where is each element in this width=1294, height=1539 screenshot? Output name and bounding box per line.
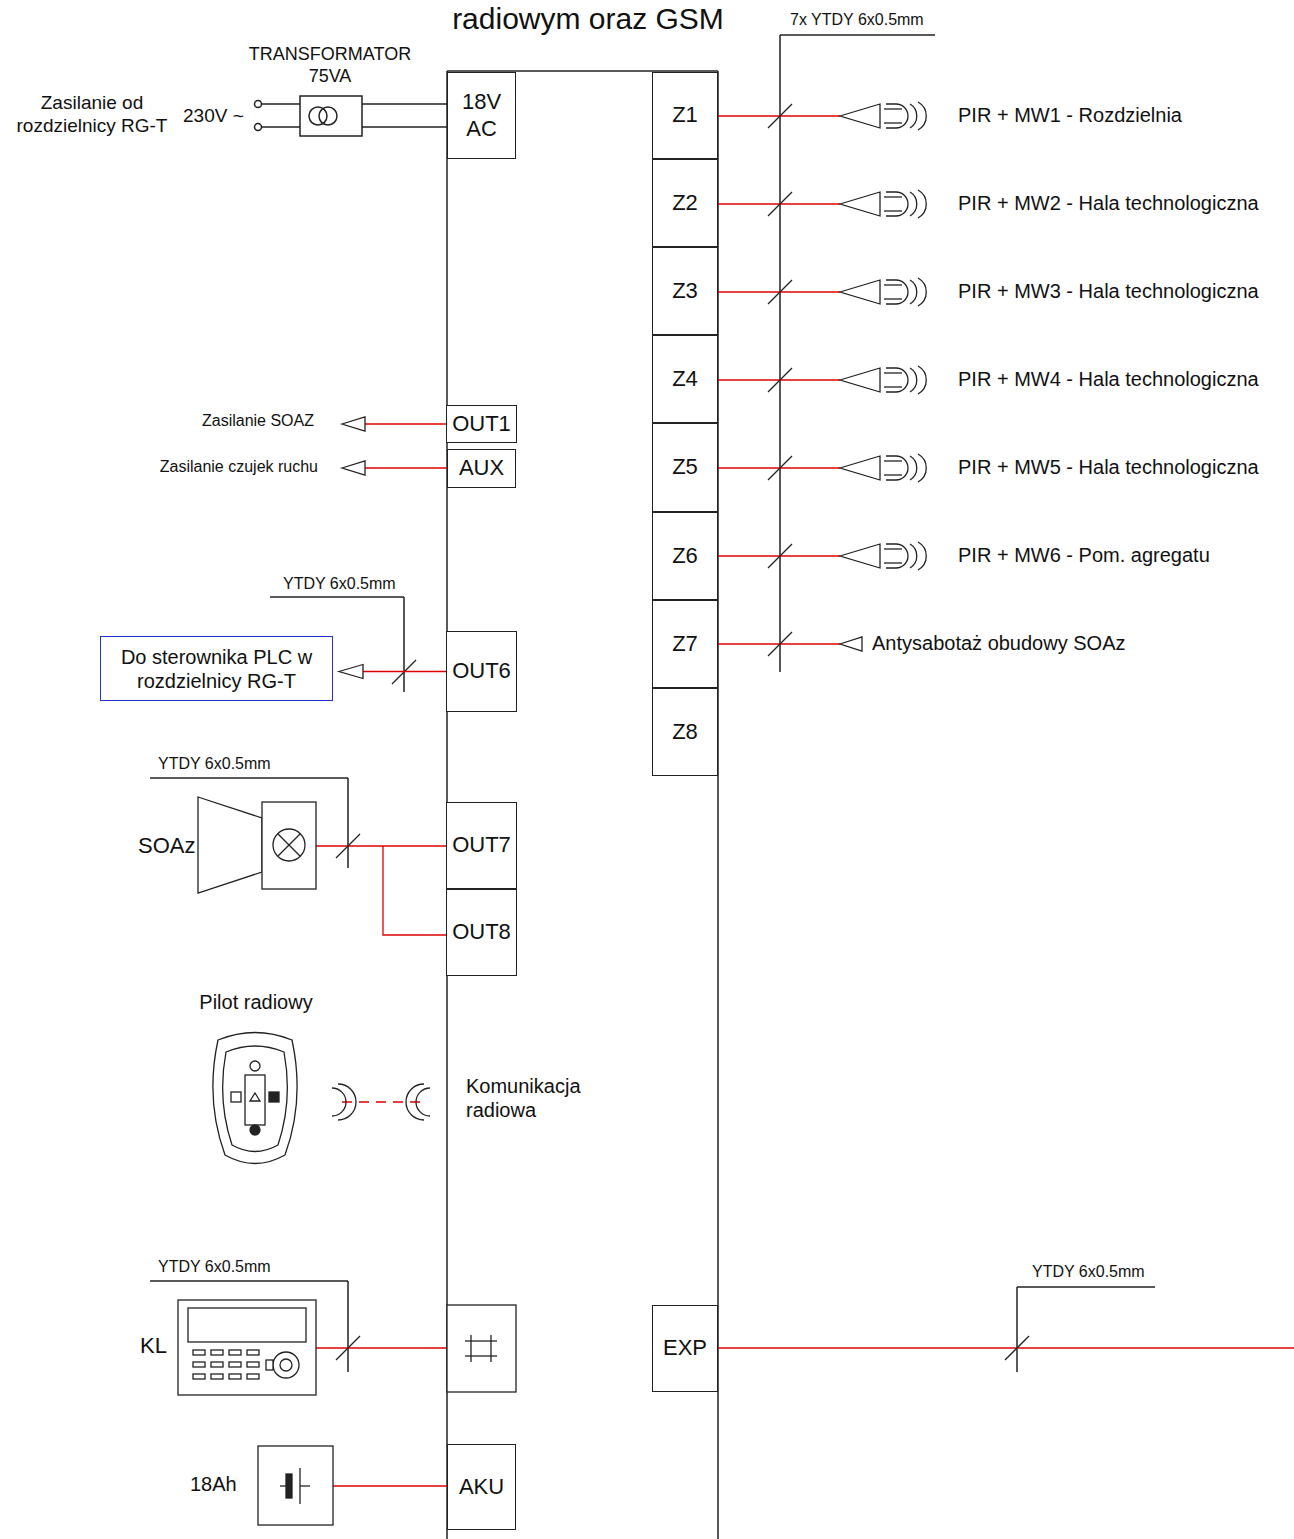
node-text: OUT6 — [452, 658, 511, 684]
plc-box: Do sterownika PLC w rozdzielnicy RG-T — [100, 636, 333, 701]
output-terminal: OUT7 — [446, 802, 517, 889]
cable-label: YTDY 6x0.5mm — [158, 1257, 271, 1276]
node-text: Z6 — [672, 543, 698, 569]
zone-terminal: Z3 — [652, 247, 718, 335]
zone-terminal: Z1 — [652, 72, 718, 159]
node-text: 18V AC — [462, 89, 501, 142]
output-terminal: OUT8 — [446, 889, 517, 976]
zone-terminal: Z8 — [652, 688, 718, 776]
output-terminal: AUX — [447, 449, 516, 488]
zone-terminal: Z4 — [652, 335, 718, 423]
device-label: Pilot radiowy — [199, 990, 312, 1014]
node-text: AKU — [459, 1474, 504, 1500]
detector-label: PIR + MW3 - Hala technologiczna — [958, 279, 1259, 303]
detector-label: PIR + MW2 - Hala technologiczna — [958, 191, 1259, 215]
power-source-label: Zasilanie od rozdzielnicy RG-T — [3, 92, 181, 138]
output-label: Zasilanie czujek ruchu — [160, 457, 318, 476]
node-text: Z7 — [672, 631, 698, 657]
node-text: Do sterownika PLC w rozdzielnicy RG-T — [101, 645, 332, 693]
zone-terminal: Z5 — [652, 423, 718, 512]
output-label: Zasilanie SOAZ — [202, 411, 314, 430]
node-text: Z3 — [672, 278, 698, 304]
node-text: OUT7 — [452, 832, 511, 858]
detector-label: PIR + MW1 - Rozdzielnia — [958, 103, 1182, 127]
zone-terminal: Z6 — [652, 512, 718, 600]
transformer-label: TRANSFORMATOR 75VA — [244, 44, 416, 87]
detector-label: PIR + MW4 - Hala technologiczna — [958, 367, 1259, 391]
voltage-label: 230V ~ — [183, 105, 244, 128]
node-text: Z5 — [672, 454, 698, 480]
zone-terminal: Z2 — [652, 159, 718, 247]
output-terminal: OUT1 — [446, 405, 517, 443]
tamper-label: Antysabotaż obudowy SOAz — [872, 631, 1125, 655]
battery-terminal: AKU — [447, 1444, 516, 1530]
node-text: Z1 — [672, 102, 698, 128]
node-text: Z2 — [672, 190, 698, 216]
node-text: Z4 — [672, 366, 698, 392]
expander-terminal: EXP — [652, 1305, 718, 1392]
terminal-box: 18V AC — [447, 72, 516, 159]
cable-label: YTDY 6x0.5mm — [158, 754, 271, 773]
device-label: SOAz — [138, 833, 195, 859]
node-text: Z8 — [672, 719, 698, 745]
cable-label: YTDY 6x0.5mm — [1032, 1262, 1145, 1281]
device-label: 18Ah — [190, 1472, 237, 1496]
diagram-title: radiowym oraz GSM — [452, 1, 724, 37]
radio-label: Komunikacja radiowa — [466, 1074, 616, 1122]
device-label: KL — [140, 1333, 167, 1359]
detector-label: PIR + MW6 - Pom. agregatu — [958, 543, 1210, 567]
signal-connector — [339, 665, 446, 679]
cable-label: 7x YTDY 6x0.5mm — [790, 10, 924, 29]
output-terminal: OUT6 — [446, 631, 517, 712]
node-text: OUT8 — [452, 919, 511, 945]
zone-terminal: Z7 — [652, 600, 718, 688]
node-text: OUT1 — [452, 411, 511, 437]
node-text: EXP — [663, 1335, 707, 1361]
cable-label: YTDY 6x0.5mm — [283, 574, 396, 593]
node-text: AUX — [459, 455, 504, 481]
detector-label: PIR + MW5 - Hala technologiczna — [958, 455, 1259, 479]
